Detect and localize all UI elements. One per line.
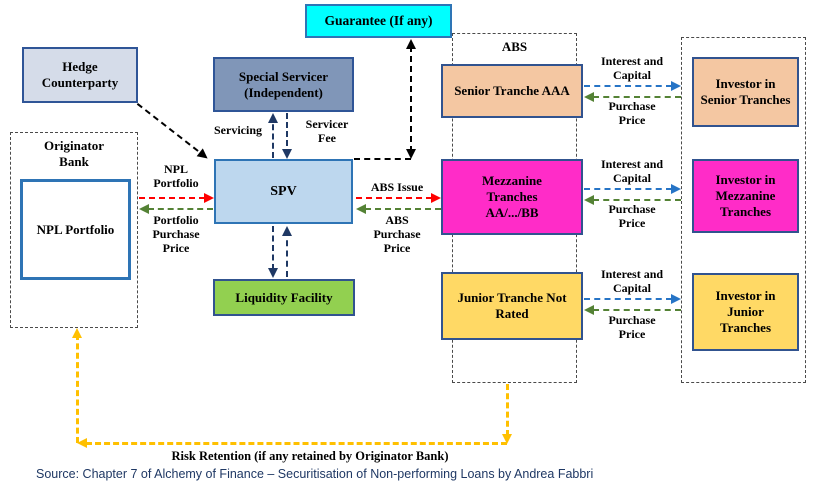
junior-tranche-box: Junior Tranche Not Rated	[441, 272, 583, 340]
servicer-fee-label: Servicer Fee	[305, 117, 349, 145]
arrowhead-icon	[356, 204, 366, 214]
senior-purchase-arrow	[593, 96, 681, 98]
arrowhead-icon	[282, 149, 292, 159]
abs-issue-label: ABS Issue	[370, 180, 424, 194]
senior-purchase-label: Purchase Price	[608, 99, 656, 127]
spv-box: SPV	[214, 159, 353, 224]
arrowhead-icon	[204, 193, 214, 203]
arrowhead-icon	[502, 434, 512, 444]
mezzanine-tranche-box: Mezzanine Tranches AA/.../BB	[441, 159, 583, 235]
arrowhead-icon	[671, 184, 681, 194]
liquidity-to-spv-arrow	[286, 230, 288, 277]
arrowhead-icon	[282, 226, 292, 236]
hedge-to-spv-arrow	[136, 103, 211, 163]
risk-retention-horizontal-line	[86, 442, 507, 445]
arrowhead-icon	[584, 195, 594, 205]
liquidity-facility-box: Liquidity Facility	[213, 279, 355, 316]
mezzanine-interest-arrow	[584, 188, 672, 190]
risk-retention-right-line	[506, 384, 509, 436]
hedge-counterparty-box: Hedge Counterparty	[22, 47, 138, 103]
originator-bank-group: Originator Bank	[10, 132, 138, 328]
arrowhead-icon	[77, 438, 87, 448]
arrowhead-icon	[139, 204, 149, 214]
abs-issue-arrow	[356, 197, 432, 199]
investor-junior-box: Investor in Junior Tranches	[692, 273, 799, 351]
abs-label: ABS	[501, 39, 528, 54]
junior-interest-label: Interest and Capital	[600, 267, 664, 295]
arrowhead-icon	[671, 81, 681, 91]
arrowhead-icon	[584, 305, 594, 315]
junior-purchase-label: Purchase Price	[608, 313, 656, 341]
spv-to-liquidity-arrow	[272, 226, 274, 270]
servicer-fee-arrow	[286, 113, 288, 155]
portfolio-purchase-arrow	[148, 208, 213, 210]
arrowhead-icon	[406, 149, 416, 159]
junior-interest-arrow	[584, 298, 672, 300]
spv-to-guarantee-arrow	[354, 158, 411, 160]
senior-interest-label: Interest and Capital	[600, 54, 664, 82]
risk-retention-label: Risk Retention (if any retained by Origi…	[171, 449, 449, 463]
npl-portfolio-label: NPL Portfolio	[153, 162, 199, 190]
source-note: Source: Chapter 7 of Alchemy of Finance …	[36, 467, 594, 481]
abs-purchase-price-label: ABS Purchase Price	[373, 213, 421, 255]
guarantee-box: Guarantee (If any)	[305, 4, 452, 38]
arrowhead-icon	[671, 294, 681, 304]
arrowhead-icon	[268, 268, 278, 278]
investor-mezzanine-box: Investor in Mezzanine Tranches	[692, 159, 799, 233]
arrowhead-icon	[431, 193, 441, 203]
portfolio-purchase-price-label: Portfolio Purchase Price	[152, 213, 200, 255]
arrowhead-icon	[196, 148, 211, 163]
mezzanine-purchase-label: Purchase Price	[608, 202, 656, 230]
originator-bank-label: Originator Bank	[44, 138, 104, 169]
servicing-arrow	[272, 115, 274, 158]
senior-tranche-box: Senior Tranche AAA	[441, 64, 583, 118]
special-servicer-box: Special Servicer (Independent)	[213, 57, 354, 112]
arrowhead-icon	[406, 39, 416, 49]
investor-senior-box: Investor in Senior Tranches	[692, 57, 799, 127]
mezzanine-interest-label: Interest and Capital	[600, 157, 664, 185]
risk-retention-left-line	[76, 334, 79, 443]
npl-portfolio-box: NPL Portfolio	[20, 179, 131, 280]
mezzanine-purchase-arrow	[593, 199, 681, 201]
investors-group	[681, 37, 806, 383]
servicing-label: Servicing	[214, 123, 262, 137]
junior-purchase-arrow	[593, 309, 681, 311]
arrowhead-icon	[72, 328, 82, 338]
npl-portfolio-arrow	[139, 197, 205, 199]
guarantee-vertical-arrow	[410, 46, 412, 152]
senior-interest-arrow	[584, 85, 672, 87]
abs-purchase-arrow	[365, 208, 441, 210]
arrowhead-icon	[268, 113, 278, 123]
arrowhead-icon	[584, 92, 594, 102]
